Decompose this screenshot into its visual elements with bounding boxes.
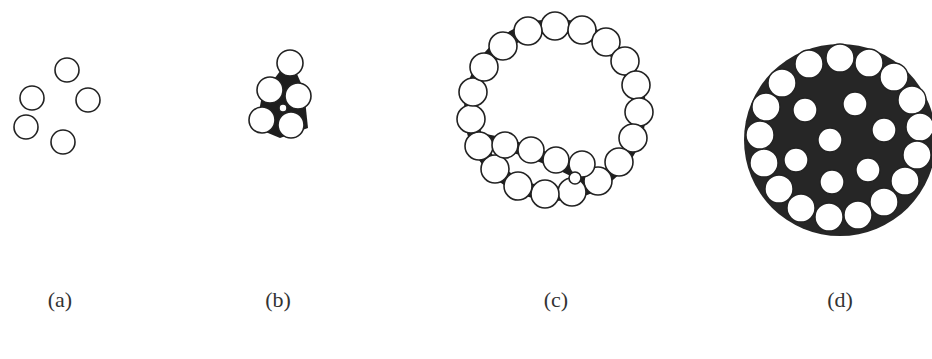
panel-label: (c) (544, 289, 568, 311)
ring-particles (457, 12, 653, 208)
panel-label: (b) (265, 289, 291, 311)
cluster-particles (249, 50, 311, 138)
separate-particles (14, 58, 100, 154)
embedded-particles (744, 44, 932, 236)
panel-label: (d) (827, 289, 853, 311)
panel-label: (a) (48, 289, 72, 311)
